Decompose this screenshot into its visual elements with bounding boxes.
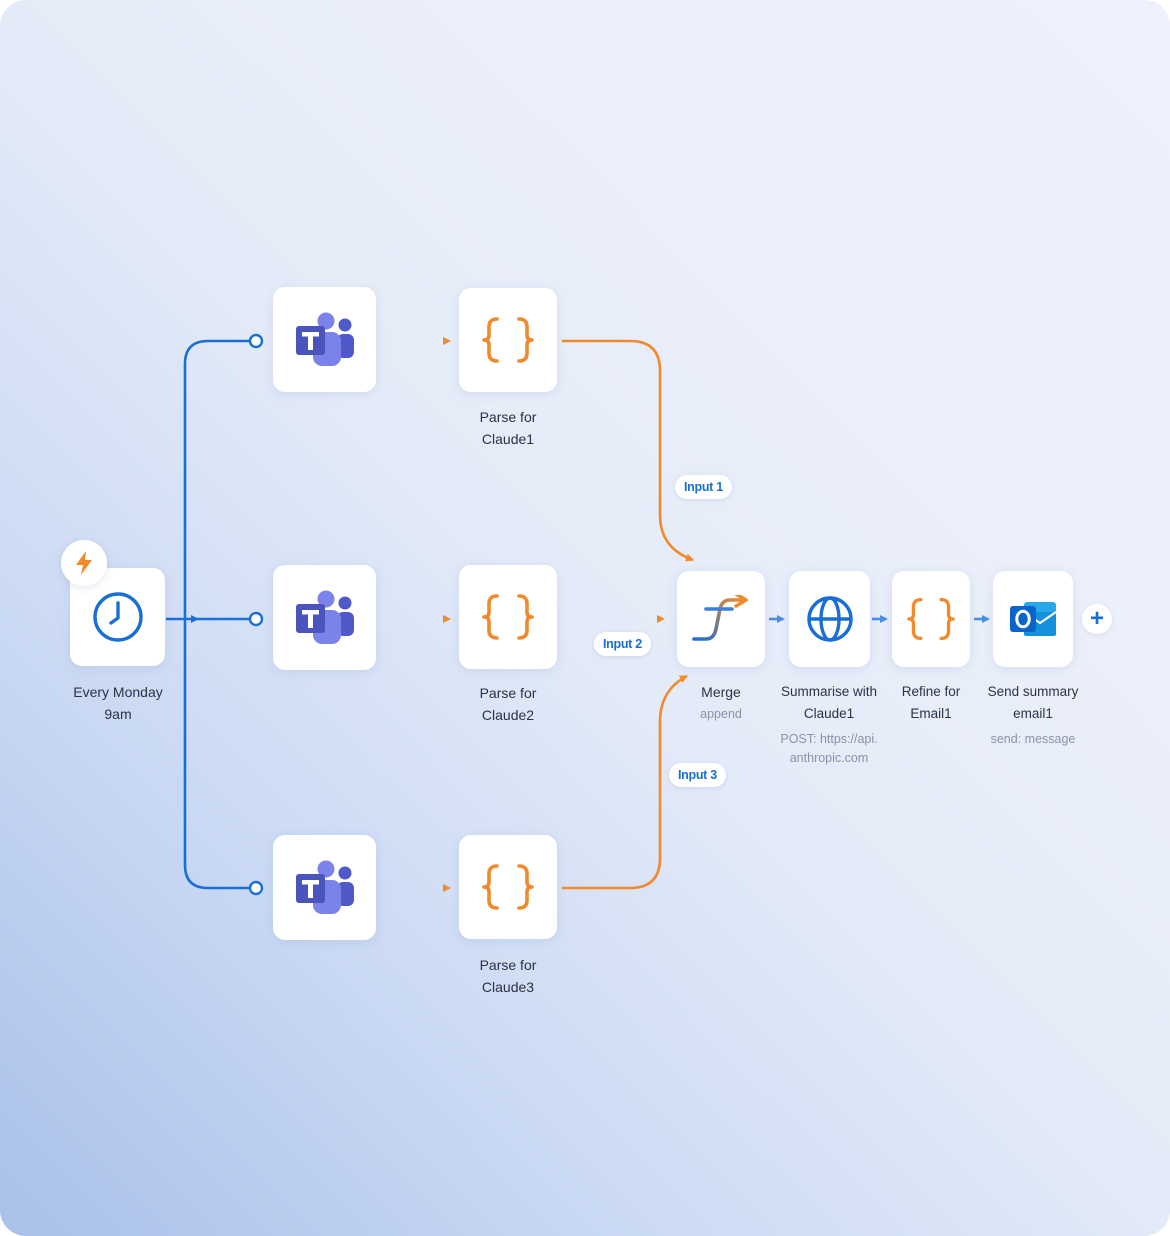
parse-label-1-line1: Parse for	[479, 409, 537, 425]
trigger-label: Every Monday 9am	[58, 681, 178, 725]
curly-braces-icon	[482, 864, 534, 910]
trigger-badge	[61, 540, 107, 586]
refine-label: Refine for Email1	[881, 681, 981, 725]
microsoft-teams-icon	[295, 590, 354, 644]
teams-node-3[interactable]	[273, 835, 376, 940]
trigger-branch-wires	[166, 339, 250, 890]
send-sub: send: message	[990, 732, 1076, 746]
parse-label-1-line2: Claude1	[481, 431, 535, 447]
send-label-line2: email1	[1013, 706, 1053, 721]
add-step-button[interactable]: +	[1082, 604, 1112, 634]
summarise-node[interactable]	[789, 571, 870, 667]
parse-label-3-line2: Claude3	[481, 979, 535, 995]
merge-icon	[692, 595, 748, 641]
input-1-label: Input 1	[675, 475, 732, 499]
parse-label-3-line1: Parse for	[479, 957, 537, 973]
summarise-sub-line2: anthropic.com	[789, 751, 869, 765]
parse-label-2: Parse for Claude2	[448, 682, 568, 726]
trigger-label-line1: Every Monday	[73, 684, 163, 700]
merge-label: Merge	[701, 684, 741, 700]
send-label: Send summary email1	[968, 681, 1098, 725]
teams-node-2[interactable]	[273, 565, 376, 670]
parse-label-2-line2: Claude2	[481, 707, 535, 723]
parse-label-2-line1: Parse for	[479, 685, 537, 701]
summarise-label: Summarise with Claude1	[764, 681, 894, 725]
microsoft-teams-icon	[295, 312, 354, 366]
plus-icon: +	[1089, 605, 1104, 632]
curly-braces-icon	[482, 317, 534, 363]
input-2-label: Input 2	[594, 632, 651, 656]
merge-sub: append	[700, 707, 742, 721]
summarise-label-line2: Claude1	[803, 706, 855, 721]
globe-icon	[806, 596, 853, 642]
teams-to-parse-wires	[380, 337, 451, 892]
lightning-icon	[76, 551, 92, 575]
parse-node-3[interactable]	[459, 835, 557, 939]
refine-label-line1: Refine for	[901, 684, 961, 699]
summarise-label-line1: Summarise with	[780, 684, 878, 699]
merge-node[interactable]	[677, 571, 765, 667]
clock-icon	[92, 592, 143, 642]
branch-port-circles	[248, 333, 264, 896]
microsoft-teams-icon	[295, 860, 354, 914]
input-3-label: Input 3	[669, 763, 726, 787]
curly-braces-icon	[482, 594, 534, 640]
parse-node-2[interactable]	[459, 565, 557, 669]
curly-braces-icon	[907, 597, 955, 641]
outlook-icon	[1010, 602, 1057, 636]
send-label-line1: Send summary	[987, 684, 1079, 699]
parse-to-merge-wires	[562, 339, 694, 890]
summarise-sub-line1: POST: https://api.	[780, 732, 878, 746]
parse-label-3: Parse for Claude3	[448, 954, 568, 998]
parse-node-1[interactable]	[459, 288, 557, 392]
refine-label-line2: Email1	[910, 706, 952, 721]
send-node[interactable]	[993, 571, 1073, 667]
teams-node-1[interactable]	[273, 287, 376, 392]
summarise-sub: POST: https://api. anthropic.com	[764, 730, 894, 768]
parse-label-1: Parse for Claude1	[448, 406, 568, 450]
trigger-label-line2: 9am	[104, 706, 132, 722]
refine-node[interactable]	[892, 571, 970, 667]
